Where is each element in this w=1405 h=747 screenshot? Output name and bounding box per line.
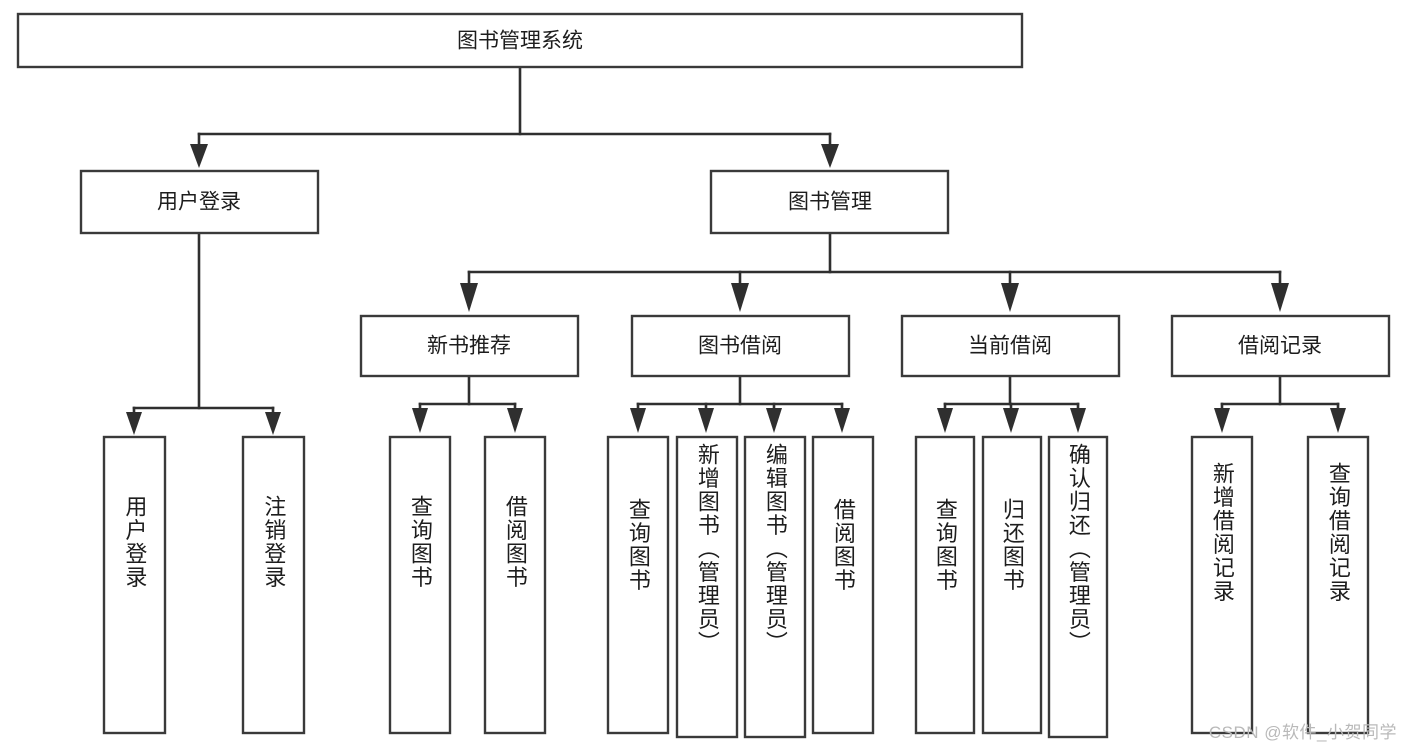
node-leaf-borrow-book-2-box[interactable] <box>811 435 875 735</box>
arrow-head-leaf-logout-login <box>265 412 281 435</box>
node-current-borrow[interactable]: 当前借阅 <box>900 314 1121 378</box>
arrow-head-leaf-query-book-2 <box>630 408 646 433</box>
node-leaf-add-book-box[interactable] <box>675 435 739 739</box>
node-book-management[interactable]: 图书管理 <box>709 169 950 235</box>
arrow-head-leaf-query-book-3 <box>937 408 953 433</box>
arrow-head-leaf-query-record <box>1330 408 1346 433</box>
node-leaf-borrow-book-1-box[interactable] <box>483 435 547 735</box>
connector-group-current-borrow <box>937 374 1086 433</box>
arrow-head-leaf-edit-book <box>766 408 782 433</box>
arrow-head-leaf-borrow-book-2 <box>834 408 850 433</box>
node-current-borrow-box[interactable] <box>900 314 1121 378</box>
node-leaf-logout-login-box[interactable] <box>241 435 306 735</box>
node-new-book-recommend-box[interactable] <box>359 314 580 378</box>
arrow-head-user-login <box>190 144 208 168</box>
node-user-login-label: 用户登录 <box>157 191 241 214</box>
node-borrow-record-box[interactable] <box>1170 314 1391 378</box>
node-book-management-box[interactable] <box>709 169 950 235</box>
node-user-login[interactable]: 用户登录 <box>79 169 320 235</box>
arrow-head-book-management <box>821 144 839 168</box>
node-leaf-query-record-box[interactable] <box>1306 435 1370 735</box>
node-leaf-return-book-box[interactable] <box>981 435 1043 735</box>
node-root-label: 图书管理系统 <box>457 30 583 53</box>
connector-group-root <box>190 65 839 168</box>
node-book-borrow[interactable]: 图书借阅 <box>630 314 851 378</box>
node-user-login-box[interactable] <box>79 169 320 235</box>
csdn-watermark: CSDN @软件_小贺同学 <box>1208 723 1397 742</box>
node-leaf-add-record-box[interactable] <box>1190 435 1254 735</box>
arrow-head-leaf-confirm-return <box>1070 408 1086 433</box>
arrow-head-new-book-recommend <box>460 283 478 312</box>
node-new-book-recommend[interactable]: 新书推荐 <box>359 314 580 378</box>
node-current-borrow-label: 当前借阅 <box>968 335 1052 358</box>
node-leaf-query-book-3-box[interactable] <box>914 435 976 735</box>
connector-group-borrow-record <box>1214 374 1346 433</box>
node-root[interactable]: 图书管理系统 <box>16 12 1024 69</box>
arrow-head-current-borrow <box>1001 283 1019 312</box>
node-borrow-record-label: 借阅记录 <box>1238 335 1322 358</box>
node-borrow-record[interactable]: 借阅记录 <box>1170 314 1391 378</box>
node-leaf-query-book-2-box[interactable] <box>606 435 670 735</box>
node-leaf-query-book-1-box[interactable] <box>388 435 452 735</box>
arrow-head-borrow-record <box>1271 283 1289 312</box>
node-root-box[interactable] <box>16 12 1024 69</box>
arrow-head-leaf-borrow-book-1 <box>507 408 523 433</box>
arrow-head-leaf-add-book <box>698 408 714 433</box>
arrow-head-leaf-add-record <box>1214 408 1230 433</box>
arrow-head-leaf-return-book <box>1003 408 1019 433</box>
node-leaf-edit-book-box[interactable] <box>743 435 807 739</box>
node-book-management-label: 图书管理 <box>788 191 872 214</box>
connector-group-book-borrow <box>630 374 850 433</box>
arrow-head-leaf-user-login <box>126 412 142 435</box>
connector-group-new-book-recommend <box>412 374 523 433</box>
node-new-book-recommend-label: 新书推荐 <box>427 335 511 358</box>
arrow-head-book-borrow <box>731 283 749 312</box>
arrow-head-leaf-query-book-1 <box>412 408 428 433</box>
node-book-borrow-box[interactable] <box>630 314 851 378</box>
connector-group-user-login <box>126 231 281 435</box>
node-leaf-user-login-box[interactable] <box>102 435 167 735</box>
connector-group-book-management <box>460 231 1289 312</box>
node-leaf-confirm-return-box[interactable] <box>1047 435 1109 739</box>
node-book-borrow-label: 图书借阅 <box>698 335 782 358</box>
